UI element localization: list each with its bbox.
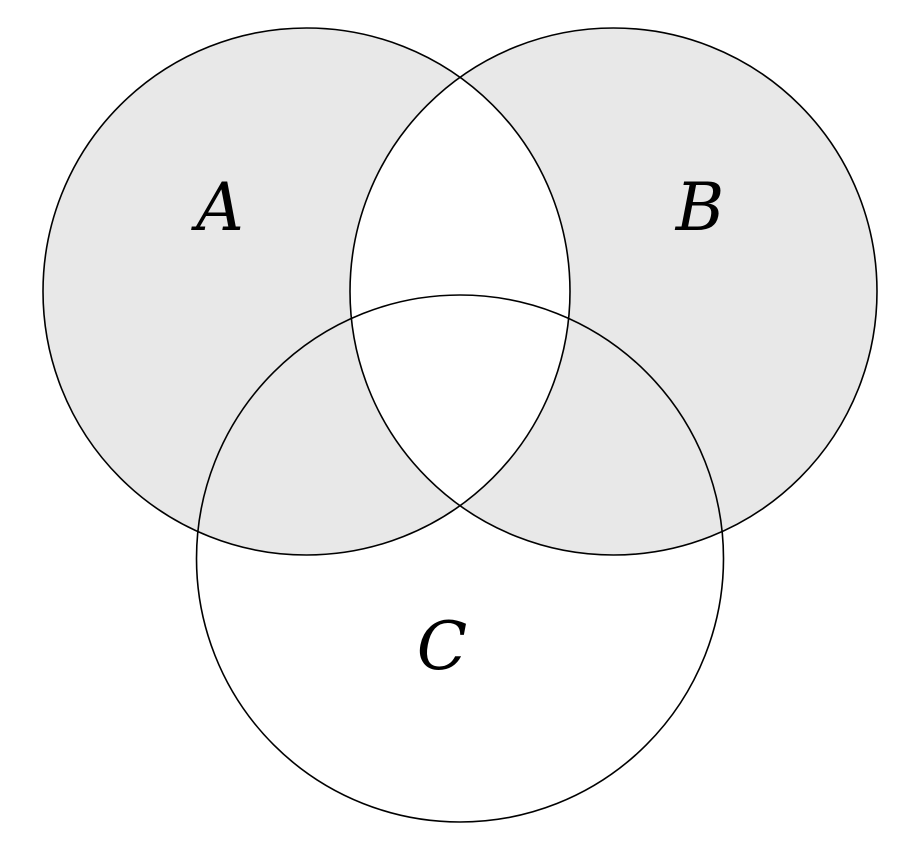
circle-b-outline [349, 27, 878, 556]
set-label-c: C [417, 608, 468, 685]
circle-a-outline [42, 27, 571, 556]
set-label-a: A [190, 169, 244, 246]
shaded-region-a-xor-b [42, 27, 878, 556]
circle-c-outline [195, 294, 725, 823]
set-label-b: B [675, 169, 725, 246]
